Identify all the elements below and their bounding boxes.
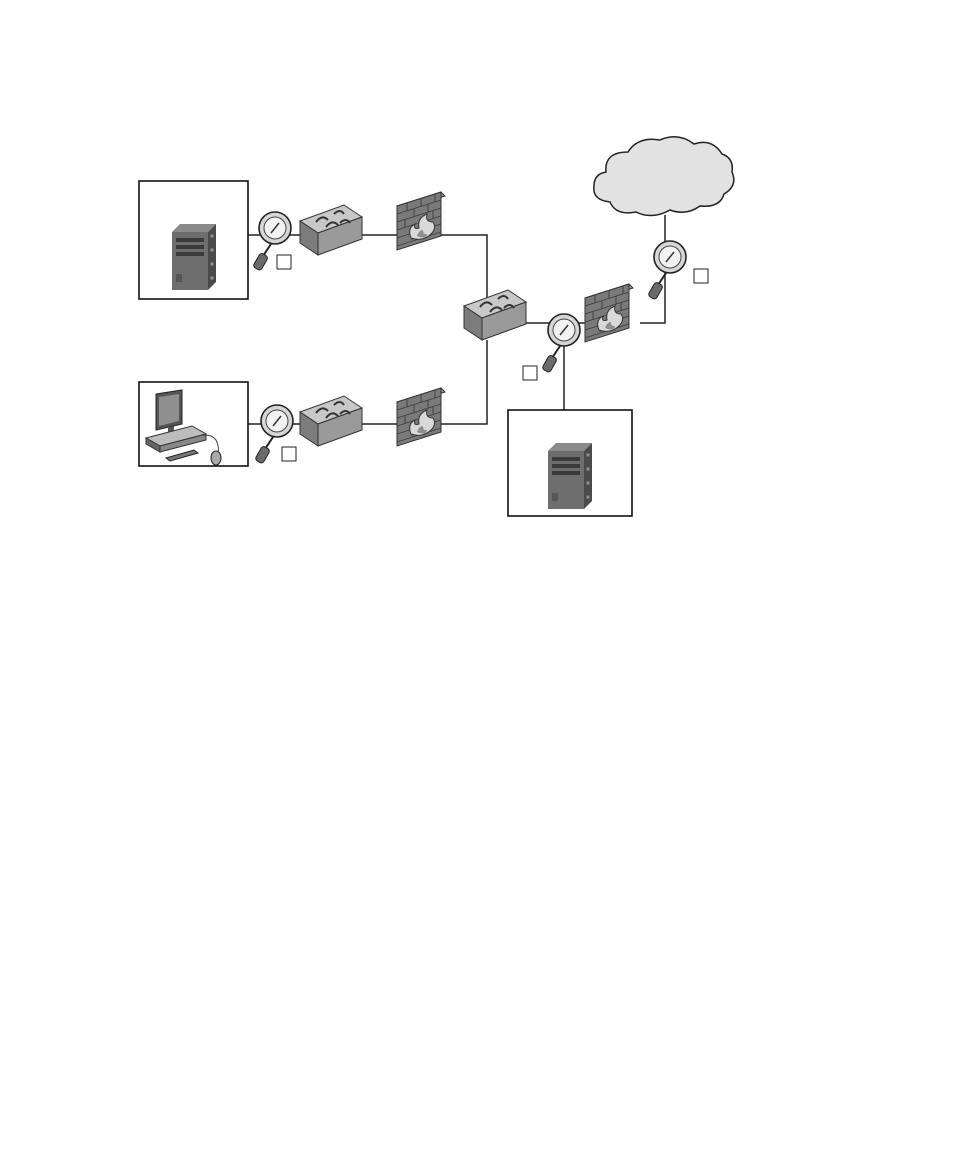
sensor-4[interactable] (646, 240, 709, 301)
switch-bottom-icon[interactable] (299, 395, 363, 447)
sensor-1[interactable] (251, 211, 292, 272)
server-node-bottom-right[interactable] (507, 409, 633, 517)
server-tower-icon (172, 224, 216, 290)
sensor-label-box (693, 268, 709, 284)
sensor-3[interactable] (522, 313, 581, 381)
cloud-icon (593, 136, 735, 217)
network-links (248, 215, 666, 425)
link-firewall-top-to-core (440, 234, 488, 300)
server-tower-icon (548, 443, 592, 509)
sensor-2[interactable] (253, 404, 297, 465)
switch-top-icon[interactable] (299, 204, 363, 256)
sensor-label-box (276, 254, 292, 270)
firewall-bottom-icon[interactable] (396, 387, 446, 447)
sensor-label-box (522, 365, 538, 381)
sensor-label-box (281, 446, 297, 462)
server-node-top-left[interactable] (138, 180, 249, 300)
workstation-node[interactable] (138, 381, 249, 467)
firewall-top-icon[interactable] (396, 191, 446, 251)
link-firewall-bottom-to-core (440, 340, 488, 425)
firewall-edge-icon[interactable] (584, 283, 634, 343)
switch-core-icon[interactable] (463, 289, 527, 341)
magnifier-sensor-icon (646, 240, 687, 301)
